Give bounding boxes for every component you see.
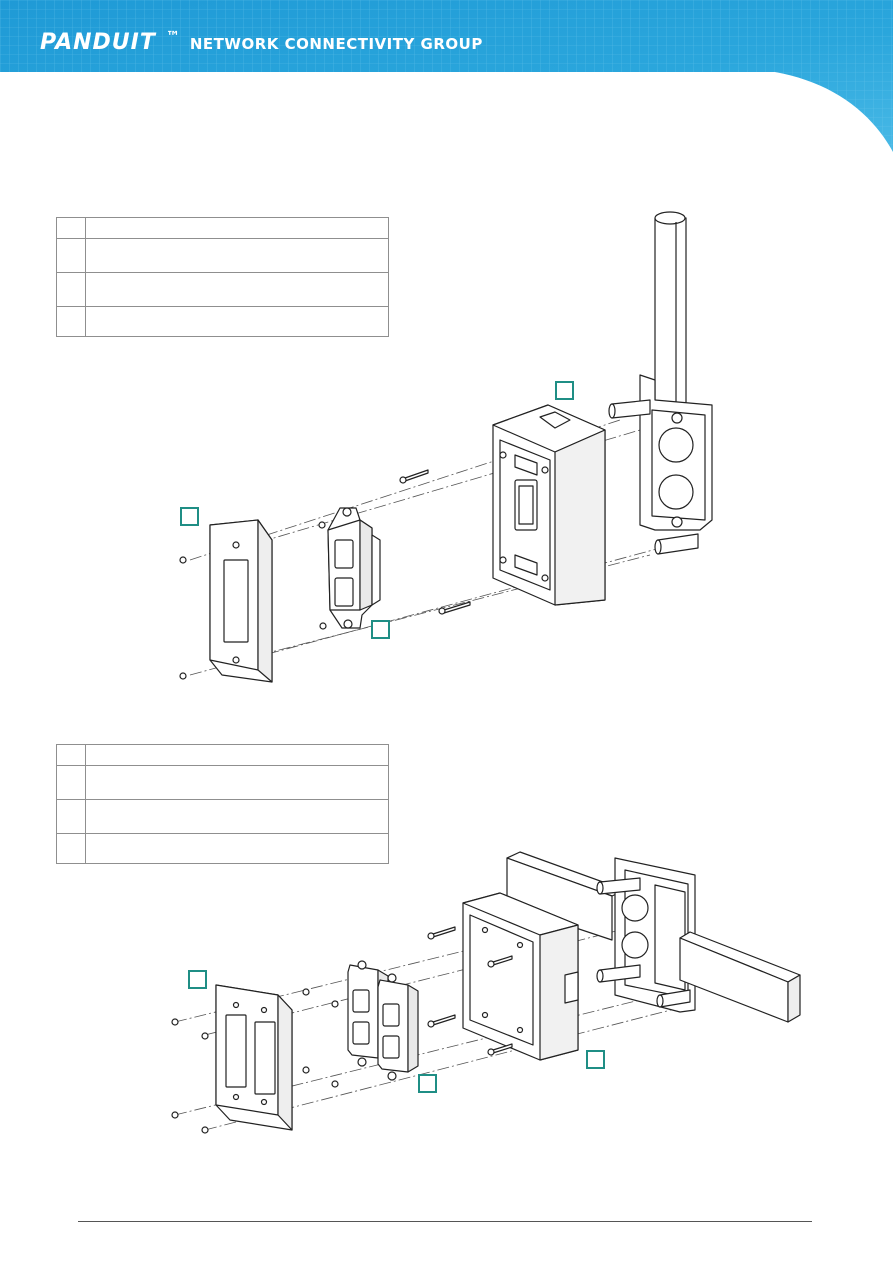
callout-box — [586, 1050, 605, 1069]
callout-box — [180, 507, 199, 526]
surface-outlet-box — [492, 404, 606, 606]
double-surface-outlet-box — [462, 892, 579, 1061]
mounting-bracket — [639, 374, 713, 531]
parts-table-double-gang — [56, 744, 389, 864]
table-row — [56, 833, 389, 864]
table-row — [56, 744, 389, 766]
brand-name: PANDUIT — [40, 30, 156, 55]
callout-box — [555, 381, 574, 400]
single-gang-assembly — [179, 211, 713, 683]
footer-divider — [78, 1221, 812, 1222]
horizontal-raceway-front — [679, 931, 801, 1023]
table-row — [56, 799, 389, 834]
parts-table-single-gang — [56, 217, 389, 337]
standoffs — [608, 399, 699, 555]
horizontal-raceway-back — [506, 851, 626, 941]
duplex-receptacle-right — [302, 973, 419, 1088]
callout-box — [371, 620, 390, 639]
header-banner — [0, 0, 893, 152]
duplex-receptacle-left — [302, 960, 389, 1067]
duplex-receptacle — [318, 507, 381, 630]
double-gang-assembly — [171, 851, 801, 1134]
box-screws — [427, 926, 513, 1056]
vertical-raceway — [654, 211, 687, 421]
table-row — [56, 306, 389, 337]
box-screws — [399, 469, 471, 615]
brand-trademark: ™ — [165, 29, 180, 45]
standoffs — [596, 877, 691, 1008]
callout-box — [188, 970, 207, 989]
brand-logo: PANDUIT ™ NETWORK CONNECTIVITY GROUP — [40, 29, 483, 55]
single-gang-faceplate — [179, 519, 273, 683]
double-gang-faceplate — [171, 984, 293, 1134]
callout-box — [418, 1074, 437, 1093]
brand-group-name: NETWORK CONNECTIVITY GROUP — [189, 35, 483, 53]
